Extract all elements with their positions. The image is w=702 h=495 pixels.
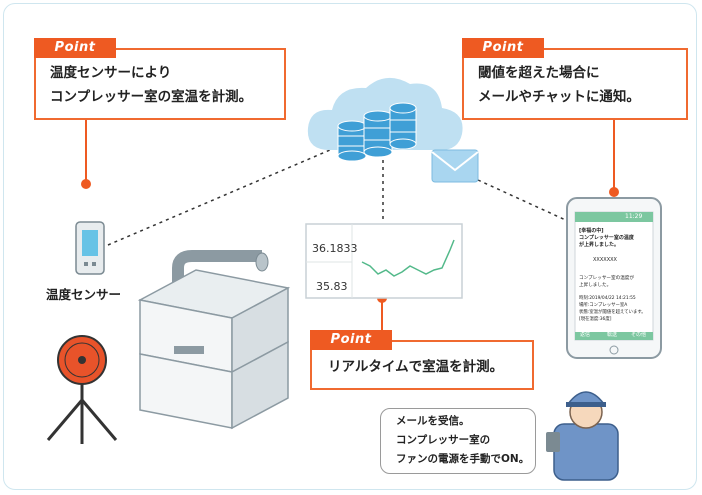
worker-speech-bubble	[380, 408, 536, 474]
phone-detail1: 時刻:2019/04/22 14:21:55	[579, 296, 636, 301]
sensor-callout	[34, 48, 286, 120]
worker-icon	[546, 391, 619, 481]
realtime-point-tag: Point	[310, 330, 392, 350]
sensor-callout-line1: 温度センサーにより	[50, 65, 172, 81]
phone-header3: が上昇しました。	[579, 242, 620, 248]
mail-envelope-icon	[431, 149, 479, 183]
outer-frame	[3, 3, 697, 490]
phone-body1: コンプレッサー室の温度が	[579, 276, 634, 281]
phone-detail3: 状態:室温が閾値を超えています。	[579, 310, 646, 315]
notify-callout	[462, 48, 688, 120]
phone-detail4: [現在温度:36度]	[579, 317, 612, 322]
sensor-point-tag: Point	[34, 38, 116, 58]
notify-callout-line1: 閾値を超えた場合に	[478, 65, 600, 81]
phone-footer-left[interactable]: 返信	[580, 332, 591, 338]
smartphone-icon	[566, 197, 662, 359]
phone-body2: 上昇しました。	[579, 283, 612, 288]
phone-footer-mid[interactable]: 転送	[607, 332, 618, 338]
realtime-callout-line1: リアルタイムで室温を計測。	[328, 359, 504, 375]
notify-callout-line2: メールやチャットに通知。	[478, 89, 640, 105]
worker-bubble-line1: メールを受信。	[396, 415, 470, 427]
sensor-to-cloud-link	[107, 149, 331, 246]
phone-footer-right[interactable]: その他	[631, 332, 647, 338]
sensor-label: 温度センサー	[46, 287, 122, 302]
notify-pointer-dot	[609, 187, 619, 197]
sensor-pointer-dot	[81, 179, 91, 189]
phone-masked: XXXXXXX	[593, 257, 617, 263]
temperature-sensor-icon	[75, 221, 105, 275]
phone-header1: [幸福の中]	[579, 228, 604, 234]
worker-bubble-line2: コンプレッサー室の	[396, 434, 491, 446]
dashboard-icon	[305, 223, 463, 299]
notify-point-tag: Point	[462, 38, 544, 58]
realtime-trend-line	[361, 239, 455, 277]
phone-detail2: 場所:コンプレッサー室A	[579, 303, 628, 308]
sensor-callout-line2: コンプレッサー室の室温を計測。	[50, 89, 253, 105]
dashboard-value-top: 36.1833	[312, 242, 358, 255]
fan-icon	[46, 335, 118, 444]
database-icon	[337, 102, 417, 162]
worker-bubble-line3: ファンの電源を手動でON。	[396, 453, 530, 465]
compressor-icon	[137, 250, 291, 430]
dashboard-value-bottom: 35.83	[316, 280, 348, 293]
cloud-to-phone-link	[477, 179, 571, 223]
phone-time: 11:29	[625, 213, 643, 220]
phone-header2: コンプレッサー室の温度	[579, 235, 634, 241]
